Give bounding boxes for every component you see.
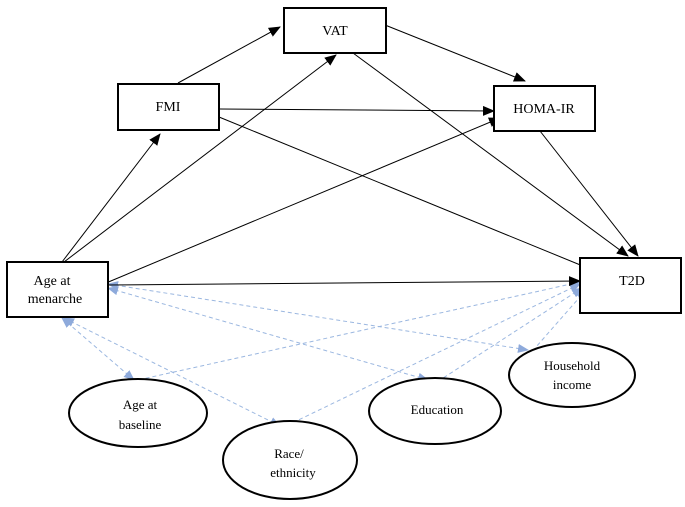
- node-t2d-label: T2D: [619, 274, 645, 289]
- edge-t2d-race: [285, 283, 581, 427]
- node-race-ethnicity-label-line1: Race/: [274, 446, 304, 461]
- edge-fmi-t2d: [218, 116, 596, 272]
- node-homa-ir: HOMA-IR: [493, 85, 596, 132]
- node-race-ethnicity: Race/ ethnicity: [222, 420, 358, 500]
- confounder-edges: [61, 279, 587, 427]
- edge-menarche-income: [107, 281, 529, 353]
- edge-menarche-baseline: [61, 317, 135, 381]
- edge-menarche-education: [107, 286, 429, 382]
- node-age-at-baseline-label-line1: Age at: [123, 397, 158, 412]
- edge-menarche-t2d: [105, 276, 581, 287]
- edge-t2d-baseline: [137, 279, 581, 381]
- node-education: Education: [368, 377, 502, 445]
- node-household-income: Household income: [508, 342, 636, 408]
- node-fmi: FMI: [117, 83, 220, 131]
- edge-vat-t2d: [352, 52, 629, 257]
- node-fmi-label: FMI: [156, 100, 181, 115]
- node-vat-label: VAT: [322, 24, 348, 39]
- edge-fmi-homa: [218, 105, 495, 116]
- edge-menarche-homa: [105, 117, 501, 284]
- node-age-at-baseline: Age at baseline: [68, 378, 208, 448]
- causal-edges: [61, 24, 639, 287]
- node-age-at-menarche-label-line2: menarche: [28, 292, 82, 307]
- edge-vat-homa: [384, 24, 526, 82]
- node-age-at-baseline-label-line2: baseline: [119, 417, 162, 432]
- edge-t2d-education: [436, 287, 583, 383]
- node-homa-ir-label: HOMA-IR: [513, 102, 575, 117]
- node-race-ethnicity-label-line2: ethnicity: [270, 465, 316, 480]
- edge-t2d-income: [535, 289, 587, 348]
- node-t2d: T2D: [579, 257, 682, 314]
- edge-menarche-fmi: [61, 133, 161, 263]
- node-household-income-label-line2: income: [553, 377, 591, 392]
- edge-fmi-vat: [177, 26, 281, 84]
- edge-homa-t2d: [539, 130, 639, 257]
- node-age-at-menarche: Age at menarche: [6, 261, 109, 318]
- node-household-income-label-line1: Household: [544, 358, 601, 373]
- node-age-at-menarche-label-line1: Age at: [34, 274, 71, 289]
- edge-menarche-vat: [63, 54, 337, 263]
- node-vat: VAT: [283, 7, 387, 54]
- node-education-label: Education: [411, 402, 464, 417]
